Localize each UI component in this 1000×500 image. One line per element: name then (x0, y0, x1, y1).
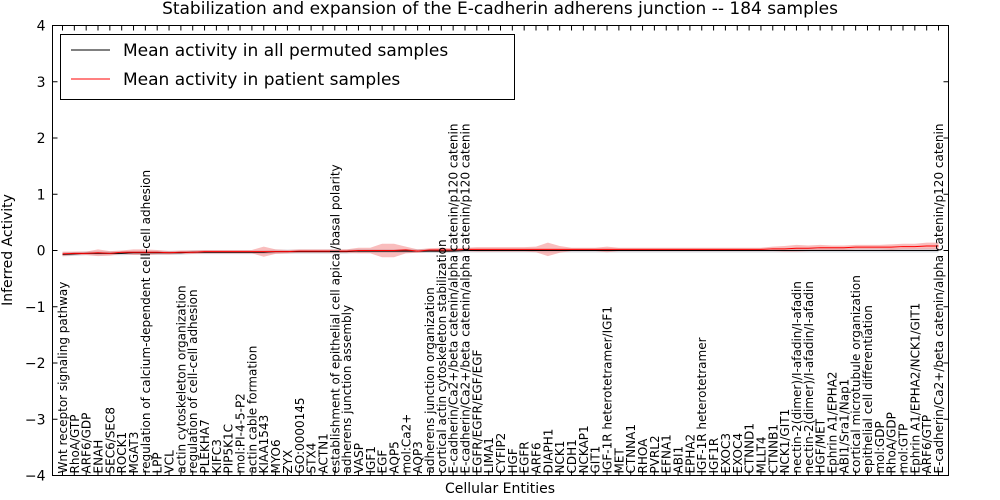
patient-band (62, 242, 939, 258)
plot-area (62, 242, 939, 258)
x-tick-label: NCK1 (553, 441, 567, 474)
x-tick-label: mol:GDP (873, 421, 887, 473)
x-tick-label: adherens junction assembly (340, 305, 354, 474)
x-tick-label: NCK1/GIT1 (778, 409, 792, 474)
x-tick-label: adherens junction organization (423, 287, 437, 473)
x-tick-label: MLLT4 (754, 436, 768, 473)
x-tick-label: EGF (376, 450, 390, 474)
x-tick-label: ARF6/GDP (80, 413, 94, 474)
x-tick-label: PVRL2 (648, 435, 662, 473)
y-tick-label: 2 (37, 131, 46, 147)
x-tick-label: IGF1 (364, 446, 378, 473)
x-tick-label: ACTN1 (316, 433, 330, 473)
x-tick-label: ABI1/Sra1/Nap1 (837, 379, 851, 474)
x-tick-label: CYFIP2 (494, 433, 508, 474)
x-tick-label: EPHA2 (683, 434, 697, 474)
x-tick-label: IGF-1R heterotetramer/IGF1 (601, 306, 615, 473)
x-tick-label: LPP (151, 452, 165, 473)
x-tick-label: Ephrin A1/EPHA2/NCK1/GIT1 (908, 303, 922, 474)
x-tick-label: actin cytoskeleton organization (174, 285, 188, 473)
x-axis: Wnt receptor signaling pathwayRhoA/GTPAR… (56, 25, 946, 476)
y-tick-label: 1 (37, 187, 46, 203)
x-tick-label: VASP (352, 443, 366, 474)
x-tick-label: EXOC3 (719, 433, 733, 474)
x-tick-label: HGF (506, 448, 520, 473)
x-tick-label: E-cadherin/Ca2+/beta catenin/alpha caten… (458, 124, 472, 474)
x-tick-label: cortical microtubule organization (849, 275, 863, 473)
chart-title: Stabilization and expansion of the E-cad… (162, 0, 838, 19)
y-tick-label: −1 (25, 300, 46, 316)
x-tick-label: PIP5K1C (222, 424, 236, 474)
x-tick-label: ZYX (281, 450, 295, 474)
x-tick-label: cortical actin cytoskeleton stabilizatio… (435, 239, 449, 473)
x-tick-label: CTNND1 (743, 423, 757, 474)
x-tick-label: Ephrin A1/EPHA2 (825, 371, 839, 473)
y-axis: −4 −3 −2 −1 0 1 2 3 4 (25, 19, 949, 485)
x-tick-label: ROCK1 (115, 432, 129, 474)
x-tick-label: PLEKHA7 (198, 419, 212, 473)
x-tick-label: Wnt receptor signaling pathway (56, 282, 70, 474)
x-tick-label: RHOA (636, 438, 650, 474)
x-tick-label: CDH1 (565, 439, 579, 473)
x-tick-label: EGFR/EGFR/EGF/EGF (470, 349, 484, 473)
x-tick-label: regulation of cell-cell adhesion (186, 289, 200, 473)
y-axis-label: Inferred Activity (0, 194, 16, 306)
x-tick-label: mol:Ca2+ (399, 414, 413, 474)
x-tick-label: DIAPH1 (541, 429, 555, 474)
x-tick-label: ARF6/GTP (920, 415, 934, 474)
series-line-permuted (62, 250, 939, 255)
x-tick-label: ABI1 (672, 446, 686, 474)
x-tick-label: NCKAP1 (577, 425, 591, 473)
x-tick-label: AQP3 (411, 441, 425, 473)
x-tick-label: ENAH (92, 440, 106, 474)
x-tick-label: LIMA1 (482, 437, 496, 473)
x-tick-label: SEC6/SEC8 (103, 407, 117, 473)
x-tick-label: mol:GTP (896, 424, 910, 474)
x-tick-label: KIAA1543 (257, 415, 271, 474)
legend-label-patient: Mean activity in patient samples (123, 70, 400, 90)
x-tick-label: EGFR (518, 441, 532, 473)
x-tick-label: GIT1 (589, 446, 603, 474)
x-axis-label: Cellular Entities (445, 481, 555, 497)
y-tick-label: 4 (37, 19, 46, 35)
y-tick-label: −2 (25, 356, 46, 372)
x-tick-label: GO:0000145 (293, 397, 307, 473)
x-tick-label: VCL (163, 450, 177, 474)
legend: Mean activity in all permuted samples Me… (60, 34, 515, 100)
x-tick-label: mol:PI-4-5-P2 (234, 393, 248, 473)
x-tick-label: EXOC4 (731, 433, 745, 474)
y-tick-label: 0 (37, 244, 46, 260)
x-tick-label: nectin-2(dimer)/I-afadin/I-afadin (790, 281, 804, 473)
x-tick-label: MYO6 (269, 439, 283, 473)
x-tick-label: IGF-1R heterotetramer (695, 337, 709, 473)
legend-box (60, 34, 515, 100)
x-tick-label: nectin-2(dimer)/I-afadin/I-afadin (802, 281, 816, 473)
y-tick-label: −4 (25, 469, 46, 485)
x-tick-label: RhoA/GDP (885, 412, 899, 473)
x-tick-label: MGAT3 (127, 432, 141, 474)
x-tick-label: HGF/MET (814, 418, 828, 473)
x-tick-label: E-cadherin/Ca2+/beta catenin/alpha caten… (447, 124, 461, 474)
x-tick-label: KIFC3 (210, 439, 224, 473)
x-tick-label: MET (612, 448, 626, 474)
x-tick-label: establishment of epithelial cell apical/… (328, 164, 342, 473)
legend-label-permuted: Mean activity in all permuted samples (123, 41, 448, 61)
x-tick-label: STX4 (305, 443, 319, 474)
x-tick-label: E-cadherin/Ca2+/beta catenin/alpha caten… (932, 124, 946, 474)
x-tick-label: IGF1R (707, 438, 721, 474)
x-tick-label: actin cable formation (245, 346, 259, 474)
x-tick-label: RhoA/GTP (68, 415, 82, 474)
x-tick-label: CTNNA1 (624, 424, 638, 474)
x-tick-label: regulation of calcium-dependent cell-cel… (139, 170, 153, 474)
y-tick-label: 3 (37, 75, 46, 91)
series-line-patient (62, 245, 939, 255)
x-tick-label: epithelial cell differentiation (861, 305, 875, 473)
x-tick-label: CTNNB1 (766, 424, 780, 474)
x-tick-label: AQP5 (387, 441, 401, 473)
y-tick-label: −3 (25, 412, 46, 428)
x-tick-label: ARF6 (530, 442, 544, 473)
x-tick-label: EFNA1 (660, 434, 674, 473)
